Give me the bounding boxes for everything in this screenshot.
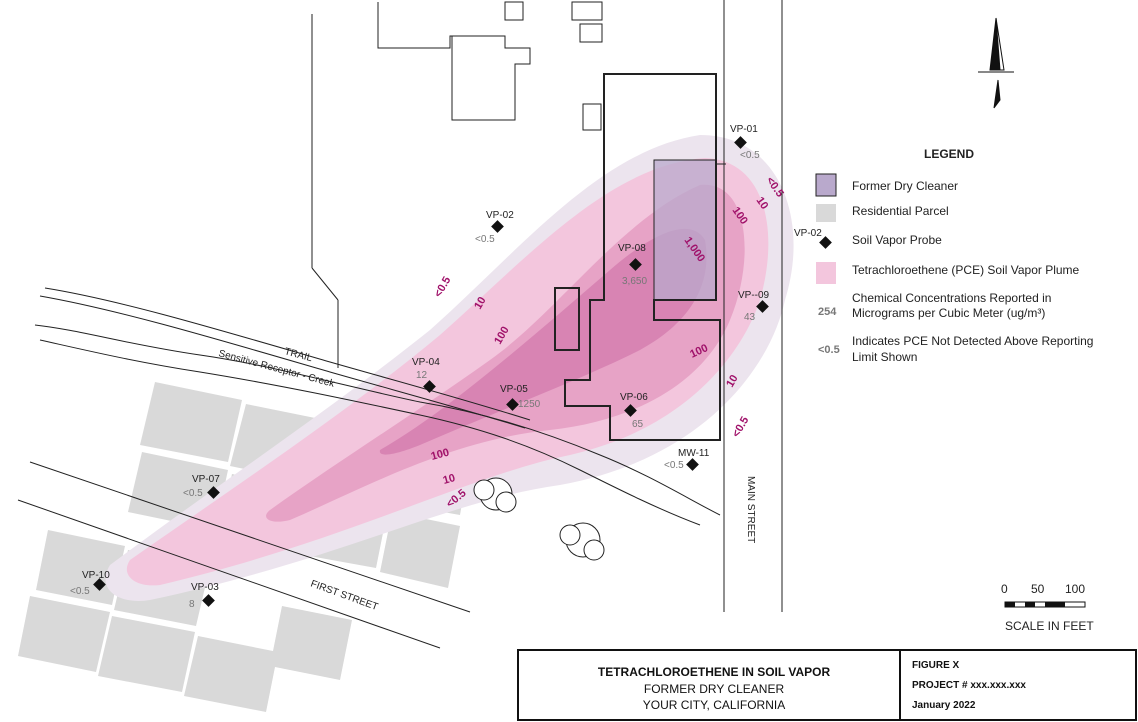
isopleth-label: 10 — [442, 472, 457, 487]
probe-label: VP-08 — [618, 243, 646, 254]
probe-value: <0.5 — [183, 488, 203, 499]
legend-swatch-residential — [816, 204, 836, 222]
main-street-label: MAIN STREET — [745, 476, 756, 543]
legend-title: LEGEND — [924, 147, 974, 161]
isopleth-label: 10 — [724, 373, 741, 390]
trail — [39, 287, 531, 429]
legend-label: Limit Shown — [852, 350, 917, 364]
probe-label: VP-07 — [192, 474, 220, 485]
vapor-probe[interactable]: MW-11 <0.5 — [664, 448, 710, 471]
figure-location: YOUR CITY, CALIFORNIA — [643, 698, 785, 712]
isopleth-label: <0.5 — [432, 275, 453, 300]
legend-label: Former Dry Cleaner — [852, 179, 958, 193]
isopleth-label: <0.5 — [730, 415, 751, 440]
probe-label: VP-04 — [412, 357, 440, 368]
legend-label: Residential Parcel — [852, 204, 949, 218]
vapor-probe[interactable]: VP-02 <0.5 — [475, 210, 514, 245]
probe-label: VP--09 — [738, 290, 770, 301]
first-street — [17, 461, 471, 649]
probe-label: VP-10 — [82, 570, 110, 581]
scale-bar: 0 50 100 SCALE IN FEET — [1001, 582, 1094, 633]
probe-value: 65 — [632, 419, 644, 430]
legend-label: Indicates PCE Not Detected Above Reporti… — [852, 334, 1093, 348]
probe-label: VP-01 — [730, 124, 758, 135]
probe-value: <0.5 — [475, 234, 495, 245]
probe-label: VP-06 — [620, 392, 648, 403]
tree-icon — [473, 477, 517, 513]
legend-value-sample: 254 — [818, 306, 837, 318]
legend-swatch-plume — [816, 262, 836, 284]
pce-plume — [105, 135, 794, 601]
figure-subtitle: FORMER DRY CLEANER — [644, 682, 785, 696]
scale-tick: 100 — [1065, 582, 1085, 596]
legend-label: Soil Vapor Probe — [852, 233, 942, 247]
probe-value: 3,650 — [622, 276, 647, 287]
isopleth-label: 100 — [430, 447, 451, 463]
legend-label: Micrograms per Cubic Meter (ug/m³) — [852, 306, 1045, 320]
figure-date: January 2022 — [912, 700, 976, 711]
project-number: PROJECT # xxx.xxx.xxx — [912, 680, 1026, 691]
title-block: TETRACHLOROETHENE IN SOIL VAPOR FORMER D… — [517, 649, 1137, 721]
scale-caption: SCALE IN FEET — [1005, 619, 1094, 633]
buildings — [377, 1, 726, 165]
probe-value: <0.5 — [70, 586, 90, 597]
creek — [34, 324, 721, 526]
isopleth-label: 10 — [472, 295, 489, 312]
probes: VP-01 <0.5 VP-02 <0.5 VP-08 3,650 VP--09… — [70, 124, 770, 610]
first-street-label: FIRST STREET — [309, 578, 379, 613]
site-outline — [554, 73, 721, 441]
legend-label: Chemical Concentrations Reported in — [852, 291, 1051, 305]
legend-probe-sample-label: VP-02 — [794, 228, 822, 239]
probe-value: 1250 — [518, 399, 541, 410]
fence-line — [311, 14, 339, 368]
probe-label: MW-11 — [678, 448, 710, 459]
probe-label: VP-03 — [191, 582, 219, 593]
probe-value: <0.5 — [740, 150, 760, 161]
isopleth-label: 10 — [754, 195, 771, 212]
probe-label: VP-02 — [486, 210, 514, 221]
tree-icon — [559, 522, 605, 561]
probe-label: VP-05 — [500, 384, 528, 395]
trail-label: TRAIL — [283, 346, 314, 364]
main-street — [723, 0, 783, 612]
legend: LEGEND Former Dry Cleaner Residential Pa… — [794, 147, 1093, 364]
vapor-probe[interactable]: VP-07 <0.5 — [183, 474, 220, 499]
scale-tick: 0 — [1001, 582, 1008, 596]
figure-number: FIGURE X — [912, 660, 960, 671]
legend-value-sample: <0.5 — [818, 344, 840, 356]
probe-value: <0.5 — [664, 460, 684, 471]
probe-value: 43 — [744, 312, 756, 323]
probe-value: 8 — [189, 599, 195, 610]
scale-tick: 50 — [1031, 582, 1045, 596]
former-dry-cleaner — [653, 159, 717, 301]
legend-swatch-dry-cleaner — [815, 173, 837, 197]
legend-label: Tetrachloroethene (PCE) Soil Vapor Plume — [852, 263, 1080, 277]
vapor-probe[interactable]: VP-04 12 — [412, 357, 440, 393]
north-arrow-icon — [978, 17, 1014, 109]
figure-title: TETRACHLOROETHENE IN SOIL VAPOR — [598, 665, 831, 679]
probe-value: 12 — [416, 370, 428, 381]
